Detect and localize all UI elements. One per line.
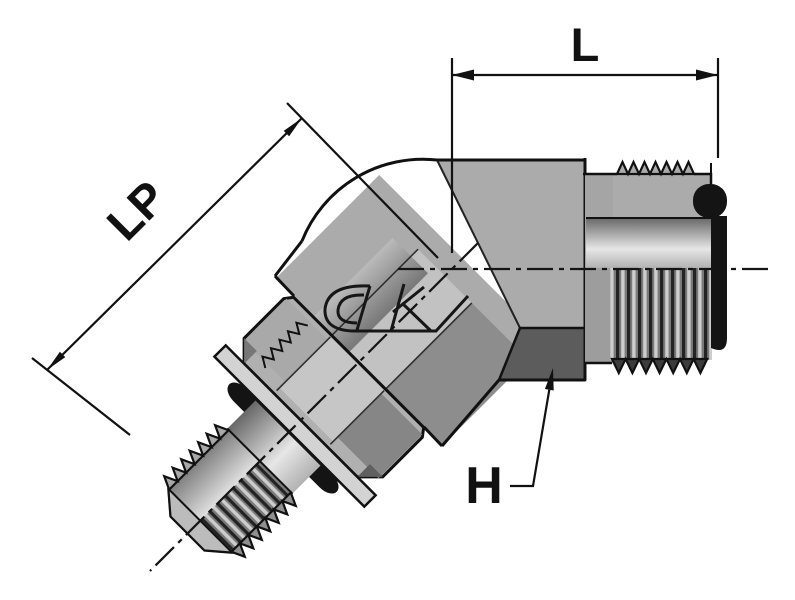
- dim-line-LP: [46, 117, 303, 371]
- label-L: L: [571, 18, 600, 71]
- body-straight-section: [437, 160, 585, 328]
- locknut-lower-facet: [337, 393, 423, 479]
- thread-profile-zigzag: [162, 423, 231, 492]
- arrowhead-lower: [47, 351, 66, 370]
- thread-silhouette-zigzag-right: [610, 356, 709, 376]
- thread-upper-half: [168, 429, 260, 521]
- centerline-angled: [149, 242, 479, 572]
- label-H: H: [465, 457, 503, 515]
- arrowhead-left: [452, 69, 474, 81]
- face-seal-band: [711, 216, 727, 351]
- logo-mark: [323, 283, 470, 333]
- thread-profile-zigzag-right: [615, 159, 696, 177]
- thread-ribs: [200, 461, 292, 553]
- body-lower-facet: [385, 302, 529, 446]
- centerlines: [149, 242, 772, 572]
- port-shank: [225, 400, 321, 496]
- arrowhead-upper: [283, 118, 302, 137]
- straight-male-port: [583, 159, 727, 376]
- body-bore-shading: [313, 237, 428, 353]
- body-facet-edge-lower: [384, 302, 473, 390]
- port-collar-lower: [585, 268, 610, 363]
- thread-silhouette-zigzag: [229, 490, 298, 559]
- locknut-chamfer-lower: [357, 464, 383, 477]
- locknut-chamfer-upper: [244, 338, 257, 364]
- locknut-thread-engagement: [261, 321, 308, 369]
- ext-line-upper: [286, 102, 439, 259]
- thread-ribs-right: [610, 268, 712, 360]
- dimension-H: H: [465, 368, 554, 515]
- arrowhead-H: [544, 368, 554, 391]
- leader-line-H: [510, 389, 551, 488]
- o-ring-seal-face: [693, 184, 727, 218]
- ext-line-lower: [31, 357, 131, 436]
- bore-cylinder: [586, 218, 712, 268]
- arrowhead-right: [696, 69, 718, 81]
- dimension-L: L: [450, 18, 720, 253]
